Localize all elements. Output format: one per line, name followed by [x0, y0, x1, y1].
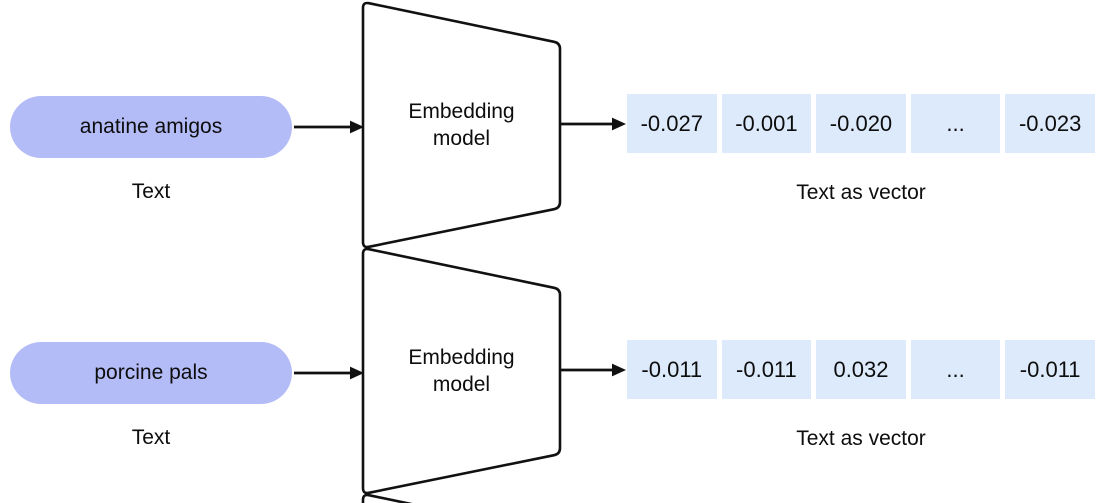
arrow-model-to-vector: [561, 363, 626, 377]
embedding-row: porcine pals Text Embedding model -0.011…: [0, 246, 1099, 503]
vector-row: -0.027 -0.001 -0.020 ... -0.023: [627, 94, 1095, 153]
vector-cell: -0.027: [627, 94, 717, 153]
embedding-model-trapezoid: [361, 1, 562, 249]
embedding-row: anatine amigos Text Embedding model -0.0…: [10, 94, 1095, 204]
arrow-model-to-vector: [561, 117, 626, 131]
vector-row: -0.011 -0.011 0.032 ... -0.011: [627, 340, 1095, 399]
vector-cell: -0.023: [1005, 94, 1095, 153]
vector-cell: -0.020: [816, 94, 906, 153]
input-text: porcine pals: [94, 361, 208, 384]
input-text-caption: Text: [131, 426, 171, 449]
vector-ellipsis-cell: ...: [910, 94, 1001, 153]
embedding-model-label: Embedding model: [408, 100, 515, 150]
arrow-input-to-model: [294, 366, 364, 380]
vector-cell: 0.032: [816, 340, 906, 399]
input-text: anatine amigos: [79, 115, 223, 138]
arrow-input-to-model: [294, 120, 364, 134]
vector-cell: -0.011: [627, 340, 717, 399]
vector-cell: -0.011: [1005, 340, 1095, 399]
embedding-model-trapezoid: [361, 247, 562, 495]
input-text-caption: Text: [131, 180, 171, 203]
vector-ellipsis-cell: ...: [910, 340, 1001, 399]
input-text-pill: anatine amigos: [10, 96, 292, 158]
partial-trapezoid: [361, 493, 413, 503]
vector-cell: -0.011: [721, 340, 812, 399]
embedding-model-label: Embedding model: [408, 346, 515, 396]
vector-cell: -0.001: [721, 94, 812, 153]
vector-caption: Text as vector: [796, 427, 926, 450]
input-text-pill: porcine pals: [10, 342, 292, 404]
vector-caption: Text as vector: [796, 181, 926, 204]
